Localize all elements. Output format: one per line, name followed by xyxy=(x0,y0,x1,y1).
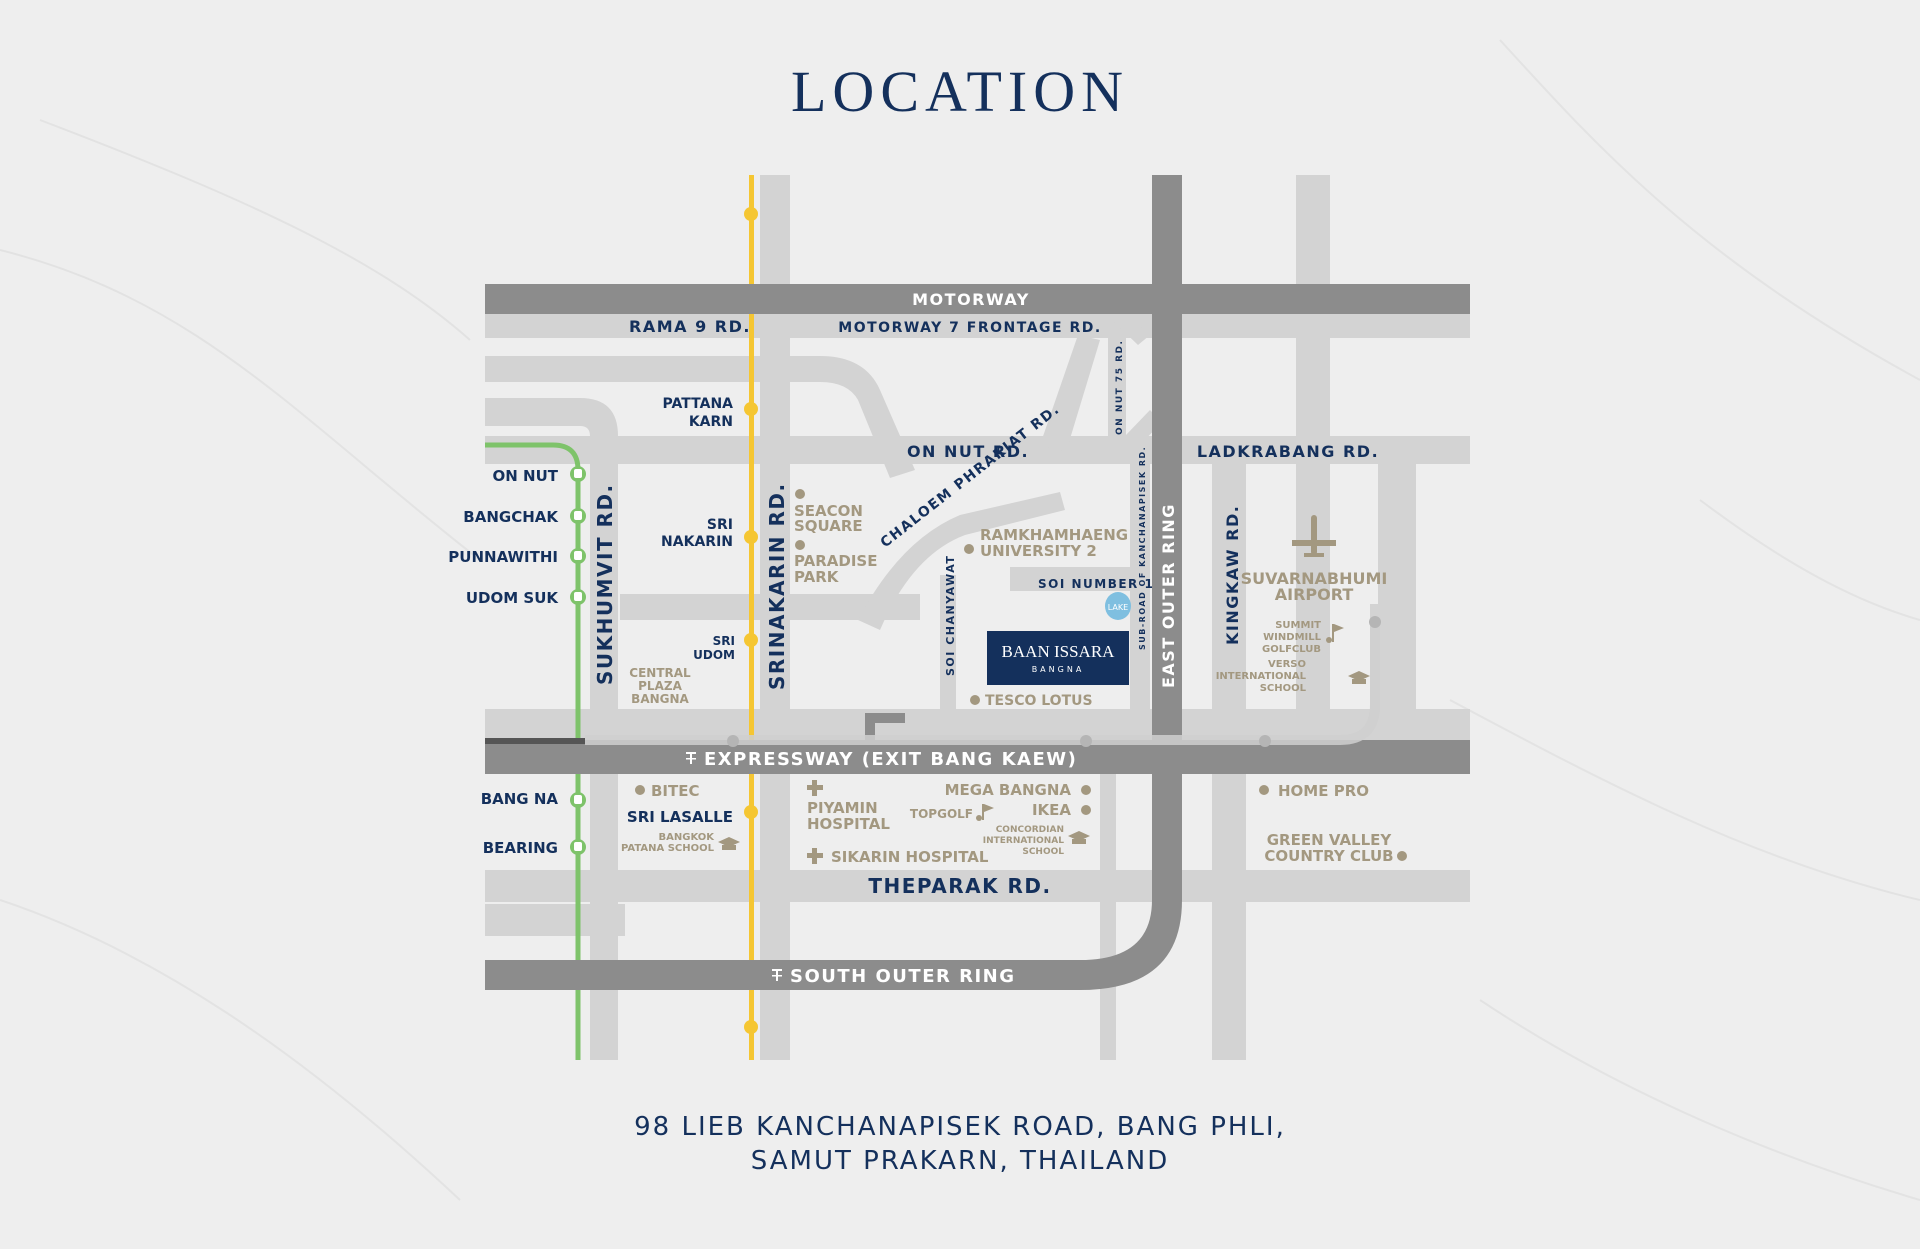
lake-shape xyxy=(1105,592,1131,620)
poi-paradise-1: PARADISE xyxy=(794,552,877,570)
poi-verso-1: VERSO xyxy=(1268,659,1306,670)
golf-icon xyxy=(1326,624,1344,643)
station-pattana-karn-2: KARN xyxy=(689,414,733,430)
station-punnawithi: PUNNAWITHI xyxy=(448,548,558,566)
station-sri-udom-2: UDOM xyxy=(693,648,735,662)
kingkaw-label: KINGKAW RD. xyxy=(1223,505,1242,645)
poi-concordian-2: INTERNATIONAL xyxy=(983,836,1065,846)
poi-piyamin-2: HOSPITAL xyxy=(807,815,890,833)
station-bearing: BEARING xyxy=(483,839,558,857)
soi-chanyawat-label: SOI CHANYAWAT xyxy=(944,555,957,676)
expressway-icon xyxy=(686,752,696,764)
poi-paradise-2: PARK xyxy=(794,568,840,586)
poi-central-3: BANGNA xyxy=(631,692,689,706)
expressway-ramp xyxy=(865,713,905,740)
yellow-station-markers xyxy=(744,207,758,1034)
poi-ramkham-2: UNIVERSITY 2 xyxy=(980,542,1097,560)
poi-topgolf: TOPGOLF xyxy=(910,807,973,821)
poi-summit-3: GOLFCLUB xyxy=(1262,644,1321,655)
address-line-2: SAMUT PRAKARN, THAILAND xyxy=(750,1146,1170,1176)
poi-green-valley-1: GREEN VALLEY xyxy=(1267,831,1393,849)
station-bang-na: BANG NA xyxy=(481,790,559,808)
ladkrabang-road-label: LADKRABANG RD. xyxy=(1197,442,1379,461)
hospital-cross-icon xyxy=(807,780,823,796)
hospital-cross-icon xyxy=(807,848,823,864)
page-title: LOCATION xyxy=(791,59,1129,124)
train-icon xyxy=(570,792,586,808)
train-icon xyxy=(570,839,586,855)
project-name: BAAN ISSARA xyxy=(1002,642,1116,661)
poi-lake: LAKE xyxy=(1108,603,1128,612)
poi-bkk-patana-1: BANGKOK xyxy=(659,832,716,843)
expressway-icon xyxy=(772,969,782,981)
train-icon xyxy=(570,589,586,605)
train-icon xyxy=(570,548,586,564)
poi-seacon-2: SQUARE xyxy=(794,517,863,535)
srinakarin-label: SRINAKARIN RD. xyxy=(765,482,789,690)
poi-mega: MEGA BANGNA xyxy=(945,781,1072,799)
poi-airport-1: SUVARNABHUMI xyxy=(1241,569,1388,588)
poi-summit-1: SUMMIT xyxy=(1275,620,1321,631)
yellow-line xyxy=(749,175,754,1060)
golf-icon xyxy=(976,804,994,821)
sub-road-label: SUB-ROAD OF KANCHANAPISEK RD. xyxy=(1138,446,1147,650)
graduation-cap-icon xyxy=(1068,831,1090,844)
poi-tesco: TESCO LOTUS xyxy=(985,693,1093,709)
expressway-label: EXPRESSWAY (EXIT BANG KAEW) xyxy=(704,749,1077,770)
project-marker xyxy=(987,631,1129,685)
south-outer-ring-label: SOUTH OUTER RING xyxy=(790,966,1016,987)
poi-homepro: HOME PRO xyxy=(1278,782,1369,800)
station-bangchak: BANGCHAK xyxy=(463,508,559,526)
poi-ikea: IKEA xyxy=(1032,801,1071,819)
motorway-frontage-label: MOTORWAY 7 FRONTAGE RD. xyxy=(838,320,1101,336)
station-pattana-karn-1: PATTANA xyxy=(663,396,734,412)
station-udom-suk: UDOM SUK xyxy=(466,589,560,607)
station-sri-nakarin-1: SRI xyxy=(707,517,733,533)
poi-central-1: CENTRAL xyxy=(629,666,691,680)
soi-number-1-label: SOI NUMBER 1 xyxy=(1038,577,1154,591)
graduation-cap-icon xyxy=(1348,671,1370,684)
on-nut-road-label: ON NUT RD. xyxy=(907,442,1029,461)
on-nut-75-label: ON NUT 75 RD. xyxy=(1115,340,1125,435)
station-sri-udom-1: SRI xyxy=(713,634,735,648)
sukhumvit-label: SUKHUMVIT RD. xyxy=(593,483,617,685)
train-icon xyxy=(570,466,586,482)
expressway-overlay xyxy=(585,620,1380,745)
station-on-nut: ON NUT xyxy=(493,467,559,485)
poi-summit-2: WINDMILL xyxy=(1263,632,1321,643)
train-icon xyxy=(570,508,586,524)
poi-ramkham-1: RAMKHAMHAENG xyxy=(980,526,1128,544)
major-roads xyxy=(485,175,1470,990)
airplane-icon xyxy=(1292,515,1336,557)
poi-bitec: BITEC xyxy=(651,782,700,800)
station-sri-nakarin-2: NAKARIN xyxy=(661,534,733,550)
poi-seacon-1: SEACON xyxy=(794,502,863,520)
poi-verso-2: INTERNATIONAL xyxy=(1216,671,1307,682)
poi-airport-2: AIRPORT xyxy=(1275,585,1354,604)
poi-concordian-3: SCHOOL xyxy=(1022,847,1064,857)
theparak-label: THEPARAK RD. xyxy=(868,874,1051,898)
project-sub: BANGNA xyxy=(1032,665,1085,674)
poi-piyamin-1: PIYAMIN xyxy=(807,799,878,817)
address-line-1: 98 LIEB KANCHANAPISEK ROAD, BANG PHLI, xyxy=(634,1112,1286,1142)
poi-sikarin: SIKARIN HOSPITAL xyxy=(831,848,989,866)
poi-verso-3: SCHOOL xyxy=(1260,683,1307,694)
station-sri-lasalle: SRI LASALLE xyxy=(627,808,733,826)
poi-green-valley-2: COUNTRY CLUB xyxy=(1264,847,1393,865)
address: 98 LIEB KANCHANAPISEK ROAD, BANG PHLI, S… xyxy=(0,1110,1920,1178)
east-outer-ring-label: EAST OUTER RING xyxy=(1159,503,1178,688)
poi-central-2: PLAZA xyxy=(638,679,682,693)
poi-bkk-patana-2: PATANA SCHOOL xyxy=(621,843,715,854)
rama9-label: RAMA 9 RD. xyxy=(629,317,751,336)
graduation-cap-icon xyxy=(718,837,740,850)
motorway-label: MOTORWAY xyxy=(912,290,1030,309)
green-station-markers xyxy=(570,466,586,855)
poi-concordian-1: CONCORDIAN xyxy=(996,825,1064,835)
